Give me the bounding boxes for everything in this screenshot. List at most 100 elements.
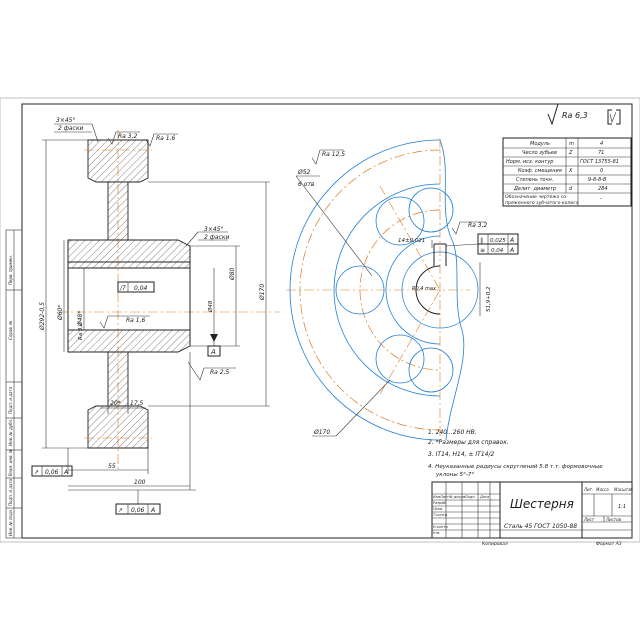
param-sym-2: Z — [568, 150, 573, 156]
dim-55: 55 — [108, 463, 116, 470]
tb-role-ncontr: Н.контр. — [433, 525, 449, 529]
holes-count: 6 отв — [298, 181, 315, 188]
param-val-2: 71 — [598, 150, 604, 156]
chamfer-1b: 2 фаски — [58, 125, 83, 132]
tb-sign: Подп. — [465, 495, 476, 499]
dim-51-9: 51,9+0,2 — [486, 286, 492, 312]
tb-role-tcontr: Т.контр. — [433, 513, 448, 517]
dim-dia-292: Ø292-0,5 — [39, 302, 46, 331]
param-val-1: 4 — [600, 141, 603, 147]
ra-3-2-b: Ra 3,2 — [78, 322, 84, 340]
tb-role-check: Пров. — [433, 507, 443, 511]
param-name-4: Коэф. смещения — [518, 168, 562, 174]
dim-100: 100 — [134, 479, 146, 486]
section-dimensions: 3×45° 2 фаски Ra 3,2 Ra 1,6 Ø292-0,5 Ø60… — [31, 117, 270, 515]
datum-a-3: A — [150, 507, 155, 514]
chamfer-2: 3×45° — [204, 226, 223, 233]
param-sym-4: X — [568, 168, 573, 174]
dim-dia-170: Ø170 — [259, 284, 266, 301]
front-view-annotations: Ra 12,5 Ø52 6 отв Ø170 14±0,021 Ra 3,2 ∥… — [295, 149, 519, 437]
tb-sheet: Лист — [583, 517, 595, 522]
note-5: уклоны 5°-7° — [435, 472, 474, 478]
datum-a-1: A — [210, 348, 216, 356]
side-stamp-6: Подп. и дата — [8, 478, 13, 506]
side-stamp-5: Взам. инв. № — [8, 449, 13, 476]
svg-text:≡: ≡ — [480, 247, 485, 254]
note-3: 3. IT14, H14, ± IT14/2 — [428, 451, 495, 458]
flatness-value: 0,04 — [134, 285, 148, 292]
param-name-1: Модуль — [530, 141, 550, 147]
sheet-frame-outer — [0, 97, 640, 543]
tb-sheets: Листов — [605, 517, 622, 522]
chamfer-1: 3×45° — [56, 117, 75, 124]
runout-2: 0,06 — [131, 507, 145, 514]
note-2: 2. *Размеры для справок. — [428, 439, 509, 446]
side-stamp-3: Подп. и дата — [8, 386, 13, 414]
ra-2-5: Ra 2,5 — [210, 369, 229, 376]
side-stamp-7: Инв. № подл. — [8, 508, 13, 536]
parallel-tol: 0,025 — [490, 238, 506, 244]
note-4: 4. Неуказанные радиусы скруглений 5.8 т.… — [428, 464, 603, 470]
param-name-3: Норм. исх. контур — [506, 159, 553, 165]
dim-dia-80: Ø80 — [229, 267, 236, 281]
tb-role-dev: Разраб. — [433, 501, 447, 505]
material: Сталь 45 ГОСТ 1050-88 — [504, 523, 577, 530]
svg-text:A: A — [509, 237, 514, 244]
side-stamp-4: Инв. № дубл. — [8, 419, 13, 446]
ra-3-2-a: Ra 3,2 — [118, 133, 137, 140]
tb-date: Дата — [479, 495, 489, 499]
technical-notes: 1. 240...260 HB. 2. *Размеры для справок… — [428, 429, 603, 478]
param-name-6: Делит. диаметр — [513, 186, 556, 192]
tb-scale-value: 1:1 — [618, 504, 626, 510]
gear-parameter-table: Модуль m 4 Число зубьев Z 71 Норм. исх. … — [502, 137, 632, 207]
tb-role-approve: Утв. — [433, 531, 440, 535]
radius-max: R0,4 max — [412, 286, 436, 292]
side-stamp-1: Перв. примен. — [8, 255, 13, 285]
param-sym-6: d — [569, 186, 573, 192]
param-sym-1: m — [569, 141, 574, 147]
dim-dia-60: Ø60* — [57, 305, 64, 321]
title-block: Изм Лист № докум. Подп. Дата Разраб. Про… — [431, 481, 634, 539]
general-roughness-text: Ra 6,3 — [562, 111, 588, 120]
side-stamp: Перв. примен. Справ. № Подп. и дата Инв.… — [5, 229, 23, 539]
svg-text:↗: ↗ — [118, 507, 123, 514]
svg-text:/7: /7 — [119, 285, 126, 292]
param-note-2: пряженного зубчатого колеса — [505, 200, 579, 206]
gear-front-view — [286, 138, 479, 444]
svg-text:-: - — [600, 196, 602, 202]
ra-1-6-b: Ra 1,6 — [126, 317, 145, 324]
runout-1: 0,06 — [45, 469, 59, 476]
dim-dia-170-b: Ø170 — [313, 429, 330, 436]
side-stamp-2: Справ. № — [8, 321, 13, 340]
tb-lit: Лит. — [583, 487, 593, 492]
tb-mass: Масса — [596, 487, 609, 492]
param-val-4: 0 — [600, 168, 603, 174]
ra-12-5: Ra 12,5 — [322, 151, 345, 158]
datum-a-2: A — [63, 469, 68, 476]
svg-text:↗: ↗ — [34, 469, 39, 476]
dim-17-5: 17,5 — [130, 400, 144, 407]
dim-dia-52: Ø52 — [297, 169, 311, 176]
tb-izm: Изм — [433, 495, 440, 499]
param-name-5: Степень точн. — [516, 177, 553, 183]
drawing-title: Шестерня — [510, 497, 574, 511]
dim-dia-48-b: Ø48 — [207, 300, 214, 313]
svg-text:∥: ∥ — [480, 237, 483, 244]
general-roughness: Ra 6,3 — [547, 103, 621, 126]
param-val-5: 9-8-8-В — [588, 177, 607, 183]
param-val-6: 284 — [598, 186, 608, 192]
format-label: Формат А3 — [596, 541, 622, 547]
key-width: 14±0,021 — [398, 238, 425, 244]
param-val-3: ГОСТ 13755-81 — [580, 159, 619, 165]
symmetry-tol: 0,04 — [491, 248, 504, 254]
tb-docnum: № докум. — [448, 495, 466, 499]
note-1: 1. 240...260 HB. — [428, 429, 477, 436]
tb-list: Лист — [439, 495, 450, 499]
ra-1-6-a: Ra 1,6 — [156, 135, 175, 142]
tb-scale: Масштаб — [614, 487, 634, 492]
gear-section-view — [58, 130, 280, 470]
chamfer-2b: 2 фаски — [204, 234, 229, 241]
param-name-2: Число зубьев — [522, 150, 557, 156]
ra-3-2-c: Ra 3,2 — [468, 222, 487, 229]
